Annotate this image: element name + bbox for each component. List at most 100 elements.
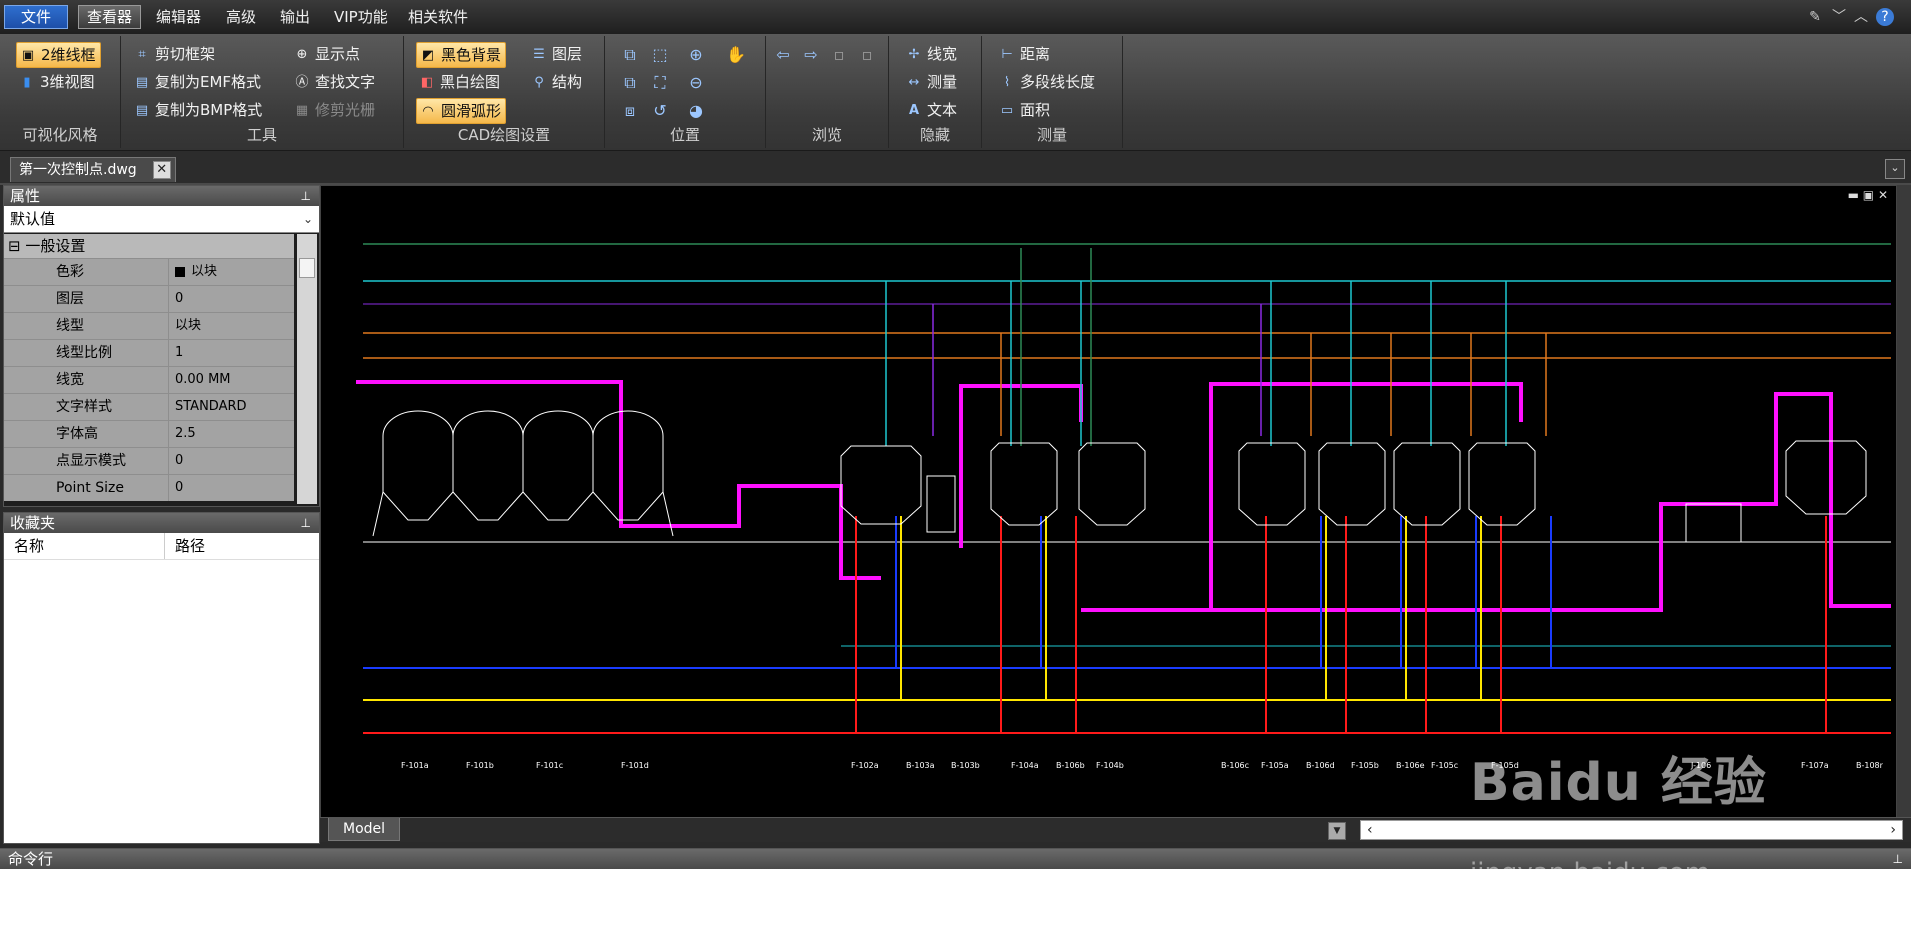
menu-related[interactable]: 相关软件 (408, 8, 469, 26)
menu-file[interactable]: 文件 (4, 5, 68, 29)
zoom-extents-icon[interactable]: ⧉ (624, 73, 636, 92)
bw-drawing-button[interactable]: ◧黑白绘图 (416, 70, 504, 94)
group-measure: ⊢距离 ⌇多段线长度 ▭面积 测量 (982, 36, 1123, 148)
menu-advanced[interactable]: 高级 (226, 8, 257, 26)
forward-arrow-icon[interactable]: ⇨ (804, 45, 818, 64)
model-tab[interactable]: Model (328, 818, 401, 841)
menu-bar: 文件 查看器 编辑器 高级 输出 VIP功能 相关软件 ✎ ﹀ ︿ ? (0, 0, 1911, 35)
edit-icon[interactable]: ✎ (1809, 9, 1821, 25)
zoom-window-icon[interactable]: ⧉ (624, 45, 636, 64)
structure-button[interactable]: ⚲结构 (528, 70, 586, 94)
line-width-button[interactable]: ✢线宽 (903, 42, 961, 66)
ribbon-collapse-icon[interactable]: ︿ (1854, 9, 1868, 25)
raster-icon: ▦ (295, 102, 309, 118)
smooth-arc-button[interactable]: ◠圆滑弧形 (416, 98, 507, 124)
pin-icon[interactable]: ⊥ (1892, 852, 1903, 866)
horizontal-scrollbar[interactable]: ‹ › (1360, 820, 1903, 840)
zoom-out-icon[interactable]: ⊖ (689, 73, 703, 92)
group-label: 浏览 (811, 126, 842, 144)
svg-text:F-105b: F-105b (1351, 761, 1379, 770)
menu-vip[interactable]: VIP功能 (334, 8, 388, 26)
orbit-icon[interactable]: ◕ (689, 101, 703, 120)
page-prev-icon[interactable]: ▫ (833, 45, 845, 64)
group-visual-style: ▣2维线框 ▮3维视图 可视化风格 (0, 36, 121, 148)
property-row[interactable]: 线型以块 (4, 312, 294, 339)
canvas-window-controls[interactable]: ▬ ▣ ✕ (1847, 188, 1888, 202)
vertical-scrollbar[interactable] (1897, 185, 1911, 817)
dimension-icon: ↔ (908, 74, 920, 90)
layers-button[interactable]: ☰图层 (528, 42, 586, 66)
copy-bmp-button[interactable]: ▤复制为BMP格式 (131, 98, 266, 122)
chevron-down-icon[interactable]: ▼ (1328, 822, 1346, 840)
help-icon[interactable]: ? (1876, 8, 1894, 26)
document-tab[interactable]: 第一次控制点.dwg ✕ (10, 157, 176, 182)
trim-raster-button[interactable]: ▦修剪光栅 (291, 98, 379, 122)
zoom-previous-icon[interactable]: ↺ (653, 101, 667, 120)
group-label: 隐藏 (919, 126, 950, 144)
svg-text:B-106c: B-106c (1221, 761, 1249, 770)
layers-icon: ☰ (533, 46, 545, 62)
document-tab-strip: 第一次控制点.dwg ✕ ⌄ (0, 151, 1911, 185)
chevron-down-icon[interactable]: ⌄ (1885, 159, 1905, 179)
menu-viewer[interactable]: 查看器 (78, 5, 142, 29)
page-next-icon[interactable]: ▫ (861, 45, 873, 64)
svg-text:F-104b: F-104b (1096, 761, 1124, 770)
zoom-in-icon[interactable]: ⊕ (689, 45, 703, 64)
pan-icon[interactable]: ✋ (726, 45, 746, 64)
polyline-icon: ⌇ (1003, 74, 1011, 90)
scroll-left-icon[interactable]: ‹ (1367, 822, 1373, 838)
zoom-rect-icon[interactable]: ⬚ (652, 45, 668, 64)
property-row[interactable]: 色彩以块 (4, 258, 294, 285)
clip-frame-button[interactable]: ⌗剪切框架 (131, 42, 219, 66)
line-width-icon: ✢ (908, 46, 920, 62)
area-icon: ▭ (1000, 102, 1014, 118)
emf-icon: ▤ (135, 74, 149, 90)
watermark-url: jingyan.baidu.com (1470, 858, 1710, 888)
zoom-all-icon[interactable]: ⧈ (624, 101, 636, 120)
group-label: 可视化风格 (22, 126, 98, 144)
minimize-icon[interactable]: ﹀ (1832, 9, 1846, 25)
favorites-title: 收藏夹 ⊥ (4, 513, 319, 533)
distance-button[interactable]: ⊢距离 (996, 42, 1054, 66)
copy-emf-button[interactable]: ▤复制为EMF格式 (131, 70, 265, 94)
column-path[interactable]: 路径 (175, 537, 206, 555)
menu-output[interactable]: 输出 (280, 8, 311, 26)
close-icon[interactable]: ✕ (152, 161, 171, 179)
back-arrow-icon[interactable]: ⇦ (776, 45, 790, 64)
fit-window-icon[interactable]: ⛶ (654, 73, 666, 92)
menu-editor[interactable]: 编辑器 (156, 8, 202, 26)
command-line-panel[interactable]: 命令行 ⊥ (0, 848, 1911, 945)
show-points-button[interactable]: ⊕显示点 (291, 42, 364, 66)
drawing-canvas[interactable]: F-101a F-101b F-101c F-101d F-102a B-103… (320, 185, 1897, 819)
polyline-length-button[interactable]: ⌇多段线长度 (996, 70, 1099, 94)
group-label: 工具 (246, 126, 277, 144)
properties-selector[interactable]: 默认值 ⌄ (4, 206, 319, 233)
cylinder-icon: ▮ (23, 74, 31, 90)
svg-text:F-102a: F-102a (851, 761, 879, 770)
scroll-thumb[interactable] (299, 258, 315, 278)
view-3d-button[interactable]: ▮3维视图 (16, 70, 99, 94)
black-background-button[interactable]: ◩黑色背景 (416, 42, 507, 68)
area-button[interactable]: ▭面积 (996, 98, 1054, 122)
property-category[interactable]: ⊟ 一般设置 (4, 234, 294, 258)
measure-toggle-button[interactable]: ↔测量 (903, 70, 961, 94)
column-name[interactable]: 名称 (4, 533, 165, 559)
pin-icon[interactable]: ⊥ (300, 189, 311, 203)
wireframe-2d-button[interactable]: ▣2维线框 (16, 42, 101, 68)
scroll-right-icon[interactable]: › (1890, 822, 1896, 838)
pin-icon[interactable]: ⊥ (300, 516, 311, 530)
property-scrollbar[interactable] (297, 234, 317, 504)
svg-text:F-101d: F-101d (621, 761, 649, 770)
